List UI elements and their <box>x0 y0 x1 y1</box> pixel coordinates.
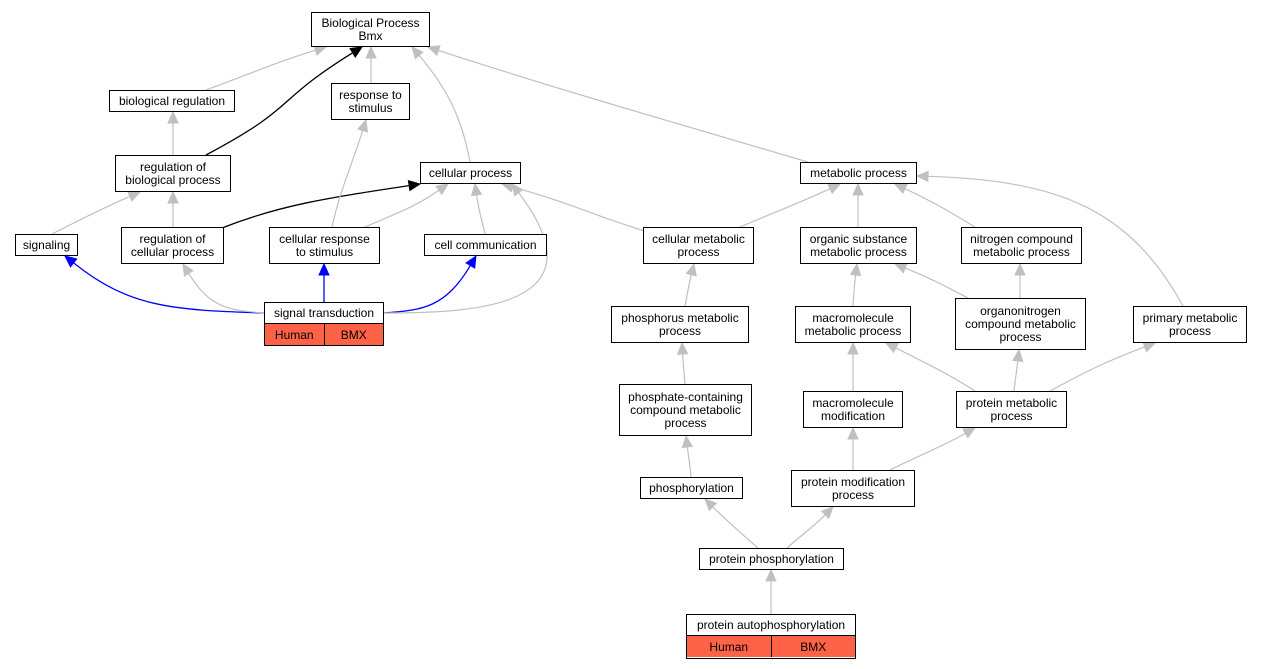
arrowhead-bp <box>411 46 424 60</box>
arrowhead-cellular-metabolic-process <box>685 262 697 277</box>
arrowhead-metabolic-process <box>915 170 929 183</box>
edge-cellular-response-to-stimulus-to-cellular-process <box>364 189 440 228</box>
arrowhead-cellular-process <box>470 182 483 197</box>
edge-signal-transduction-to-signaling <box>73 262 265 314</box>
arrowhead-phosphorylation <box>704 498 718 512</box>
node-cellular-metabolic-process[interactable]: cellular metabolic process <box>643 227 754 264</box>
arrowhead-bp <box>349 46 364 58</box>
node-regulation-of-biological-process[interactable]: regulation of biological process <box>115 155 231 192</box>
edge-protein-modification-process-to-protein-metabolic-process <box>889 432 966 471</box>
arrowhead-protein-metabolic-process <box>962 427 977 439</box>
edge-signaling-to-regulation-of-biological-process <box>51 195 131 235</box>
node-biological-regulation[interactable]: biological regulation <box>109 90 235 112</box>
edge-signal-transduction-to-cell-communication <box>383 265 471 314</box>
edge-cell-communication-to-cellular-process <box>475 194 486 235</box>
node-signal-transduction[interactable]: signal transduction Human BMX <box>264 302 384 346</box>
edge-protein-phosphorylation-to-phosphorylation <box>712 506 759 549</box>
node-signaling[interactable]: signaling <box>15 234 78 256</box>
arrowhead-cellular-process <box>407 179 422 192</box>
arrowhead-protein-modification-process <box>820 506 834 520</box>
edge-protein-metabolic-process-to-organonitrogen-compound-metabolic-process <box>1013 360 1019 392</box>
edge-biological-regulation-to-bp <box>205 49 316 91</box>
arrowhead-biological-regulation <box>167 110 179 124</box>
node-label: protein autophosphorylation <box>687 615 855 636</box>
node-cellular-response-to-stimulus[interactable]: cellular response to stimulus <box>269 227 380 264</box>
node-protein-modification-process[interactable]: protein modification process <box>791 470 915 507</box>
arrowhead-macromolecule-metabolic-process <box>884 342 899 354</box>
edge-primary-metabolic-process-to-metabolic-process <box>927 175 1184 307</box>
arrowhead-primary-metabolic-process <box>1142 341 1157 353</box>
arrowhead-organic-substance-metabolic-process <box>893 262 908 274</box>
arrowhead-cell-communication <box>465 254 477 269</box>
tag-gene: BMX <box>323 324 383 345</box>
arrowhead-bp <box>426 45 441 57</box>
node-phosphate-containing-compound-metabolic-process[interactable]: phosphate-containing compound metabolic … <box>619 384 752 436</box>
edge-regulation-of-cellular-process-to-cellular-process <box>221 184 410 229</box>
node-primary-metabolic-process[interactable]: primary metabolic process <box>1133 306 1247 343</box>
node-cellular-process[interactable]: cellular process <box>420 162 521 184</box>
edge-organonitrogen-compound-metabolic-process-to-organic-substance-metabolic-process <box>904 267 969 299</box>
edge-regulation-of-biological-process-to-bp <box>205 52 354 156</box>
arrowhead-macromolecule-metabolic-process <box>847 341 859 355</box>
edge-macromolecule-metabolic-process-to-organic-substance-metabolic-process <box>852 274 857 307</box>
node-protein-phosphorylation[interactable]: protein phosphorylation <box>699 548 844 570</box>
node-cell-communication[interactable]: cell communication <box>424 234 547 256</box>
edge-metabolic-process-to-bp <box>438 49 809 163</box>
edge-cellular-metabolic-process-to-cellular-process <box>512 186 649 233</box>
edge-protein-phosphorylation-to-protein-modification-process <box>786 514 826 549</box>
node-response-to-stimulus[interactable]: response to stimulus <box>331 83 410 120</box>
node-phosphorylation[interactable]: phosphorylation <box>640 477 743 499</box>
edge-cellular-metabolic-process-to-metabolic-process <box>739 188 831 228</box>
edge-phosphorylation-to-phosphate-containing-compound-metabolic-process <box>686 446 692 478</box>
edge-cellular-response-to-stimulus-to-response-to-stimulus <box>331 130 364 228</box>
arrowhead-macromolecule-modification <box>847 426 859 440</box>
arrowhead-protein-phosphorylation <box>765 568 777 582</box>
arrowhead-phosphate-containing-compound-metabolic-process <box>681 434 694 449</box>
arrowhead-response-to-stimulus <box>357 118 369 133</box>
edge-phosphorus-metabolic-process-to-cellular-metabolic-process <box>684 274 692 307</box>
arrowhead-organic-substance-metabolic-process <box>849 262 862 277</box>
edge-cellular-process-to-bp <box>418 54 471 163</box>
arrowhead-metabolic-process <box>852 182 864 196</box>
tag-gene: BMX <box>770 636 855 657</box>
node-regulation-of-cellular-process[interactable]: regulation of cellular process <box>121 227 224 264</box>
tag-species: Human <box>265 324 324 345</box>
arrowhead-metabolic-process <box>893 183 908 195</box>
arrowhead-bp <box>365 45 377 59</box>
arrowhead-phosphorus-metabolic-process <box>676 341 689 355</box>
node-macromolecule-modification[interactable]: macromolecule modification <box>803 391 903 428</box>
node-organonitrogen-compound-metabolic-process[interactable]: organonitrogen compound metabolic proces… <box>955 298 1086 350</box>
arrowhead-cellular-response-to-stimulus <box>318 262 330 276</box>
node-protein-autophosphorylation[interactable]: protein autophosphorylation Human BMX <box>686 614 856 659</box>
edge-phosphate-containing-compound-metabolic-process-to-phosphorus-metabolic-process <box>682 353 686 385</box>
arrowhead-signaling <box>64 255 78 268</box>
node-label: signal transduction <box>265 303 383 324</box>
arrowhead-regulation-of-cellular-process <box>182 262 194 277</box>
edge-signal-transduction-to-cellular-process <box>383 192 548 314</box>
node-nitrogen-compound-metabolic-process[interactable]: nitrogen compound metabolic process <box>961 227 1082 264</box>
arrowhead-nitrogen-compound-metabolic-process <box>1014 262 1026 276</box>
arrowhead-cellular-process <box>435 183 449 196</box>
node-organic-substance-metabolic-process[interactable]: organic substance metabolic process <box>800 227 917 264</box>
node-macromolecule-metabolic-process[interactable]: macromolecule metabolic process <box>795 306 911 343</box>
edge-signal-transduction-to-regulation-of-cellular-process <box>188 273 265 314</box>
edge-nitrogen-compound-metabolic-process-to-metabolic-process <box>904 188 976 228</box>
arrowhead-metabolic-process <box>827 183 842 195</box>
edge-protein-metabolic-process-to-primary-metabolic-process <box>1049 346 1145 392</box>
arrowhead-regulation-of-biological-process <box>127 191 142 202</box>
tag-species: Human <box>687 636 771 657</box>
edge-protein-metabolic-process-to-macromolecule-metabolic-process <box>895 347 976 392</box>
node-protein-metabolic-process[interactable]: protein metabolic process <box>956 391 1067 428</box>
arrowhead-cellular-process <box>511 183 524 197</box>
arrowhead-organonitrogen-compound-metabolic-process <box>1011 348 1024 363</box>
node-phosphorus-metabolic-process[interactable]: phosphorus metabolic process <box>611 306 749 343</box>
node-biological-process-bmx[interactable]: Biological Process Bmx <box>311 12 430 47</box>
node-metabolic-process[interactable]: metabolic process <box>800 162 917 184</box>
arrowhead-regulation-of-biological-process <box>167 190 179 204</box>
